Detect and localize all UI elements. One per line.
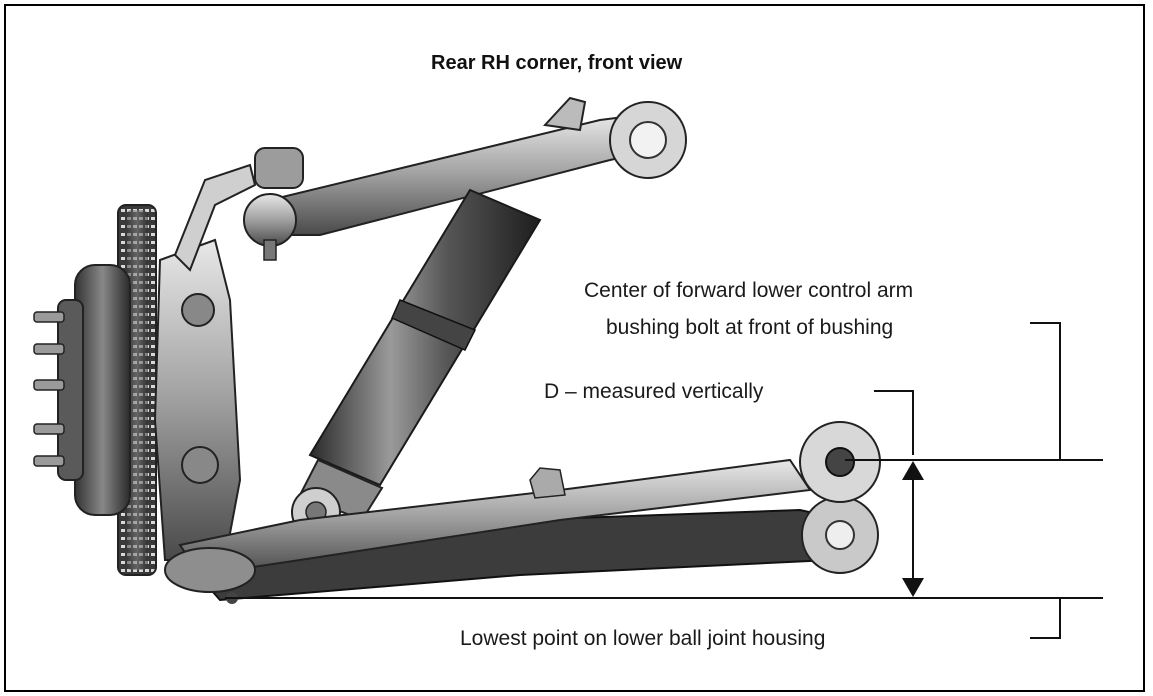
bushing-callout-line-2: bushing bolt at front of bushing [606, 316, 894, 339]
reference-lines [225, 322, 1103, 639]
wheel-hub [57, 264, 131, 516]
arrow-up-icon [902, 461, 924, 480]
measurement-callout: D – measured vertically [544, 380, 764, 403]
ball-joint-leader [1030, 598, 1061, 639]
wheel-studs [33, 311, 65, 467]
steering-knuckle [153, 163, 257, 561]
upper-control-arm [268, 96, 687, 236]
measurement-leader [874, 390, 914, 455]
dimension-arrows [902, 461, 924, 597]
bushing-callout-line-1: Center of forward lower control arm [584, 279, 914, 302]
lower-control-arm-forward [178, 421, 881, 577]
ball-joint-callout: Lowest point on lower ball joint housing [460, 627, 826, 650]
shock-absorber [291, 188, 542, 537]
diagram-title: Rear RH corner, front view [431, 52, 683, 74]
arrow-down-icon [902, 578, 924, 597]
bushing-leader [1030, 322, 1061, 460]
upper-ball-joint [243, 147, 304, 261]
